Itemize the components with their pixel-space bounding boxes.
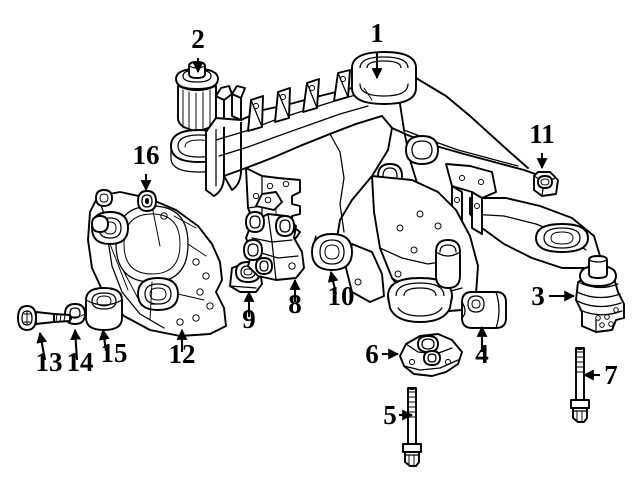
callout-leader-14 xyxy=(70,328,82,361)
callout-number-5: 5 xyxy=(383,400,397,430)
callout-leader-10 xyxy=(327,270,339,295)
callout-4[interactable]: 4 xyxy=(475,325,489,369)
callout-number-13: 13 xyxy=(36,347,63,377)
callout-11[interactable]: 11 xyxy=(529,119,555,170)
callout-13[interactable]: 13 xyxy=(36,331,63,377)
callout-number-2: 2 xyxy=(191,24,205,54)
callout-number-15: 15 xyxy=(101,338,128,368)
callout-number-1: 1 xyxy=(370,18,384,48)
callout-number-9: 9 xyxy=(242,304,256,334)
part-11-nut-art xyxy=(533,171,559,197)
part-16-grommet-art xyxy=(137,190,157,212)
callout-3[interactable]: 3 xyxy=(531,281,576,311)
callout-number-12: 12 xyxy=(169,339,196,369)
crossmember-assembly-art xyxy=(205,51,601,323)
callout-6[interactable]: 6 xyxy=(365,339,400,369)
callout-1[interactable]: 1 xyxy=(370,18,384,80)
part-4-sleeve-art xyxy=(461,291,507,329)
callout-number-7: 7 xyxy=(604,360,618,390)
part-10-bushing-art xyxy=(311,233,353,271)
callout-leader-15 xyxy=(98,328,110,352)
callout-2[interactable]: 2 xyxy=(191,24,205,74)
callout-9[interactable]: 9 xyxy=(242,290,256,334)
callout-16[interactable]: 16 xyxy=(133,140,160,192)
callout-number-4: 4 xyxy=(475,339,489,369)
callout-number-8: 8 xyxy=(288,289,302,319)
callout-number-11: 11 xyxy=(529,119,555,149)
part-5-bolt-art xyxy=(402,387,422,467)
callout-7[interactable]: 7 xyxy=(582,360,618,390)
callout-number-14: 14 xyxy=(67,347,94,377)
part-6-plate-art xyxy=(399,333,463,377)
callout-15[interactable]: 15 xyxy=(98,328,128,368)
callout-5[interactable]: 5 xyxy=(383,400,414,430)
part-13-bolt-art xyxy=(17,305,73,331)
callout-number-6: 6 xyxy=(365,339,379,369)
callout-number-16: 16 xyxy=(133,140,160,170)
callout-number-3: 3 xyxy=(531,281,545,311)
part-15-bushing-art xyxy=(85,287,123,331)
part-7-bolt-art xyxy=(570,347,590,423)
part-3-mount-art xyxy=(575,255,625,333)
callout-10[interactable]: 10 xyxy=(327,270,355,311)
callout-number-10: 10 xyxy=(328,281,355,311)
callout-14[interactable]: 14 xyxy=(67,328,94,377)
callout-8[interactable]: 8 xyxy=(288,278,302,319)
callout-12[interactable]: 12 xyxy=(169,328,196,369)
callout-leader-13 xyxy=(36,331,48,361)
part-8-bracket-art xyxy=(243,191,305,281)
